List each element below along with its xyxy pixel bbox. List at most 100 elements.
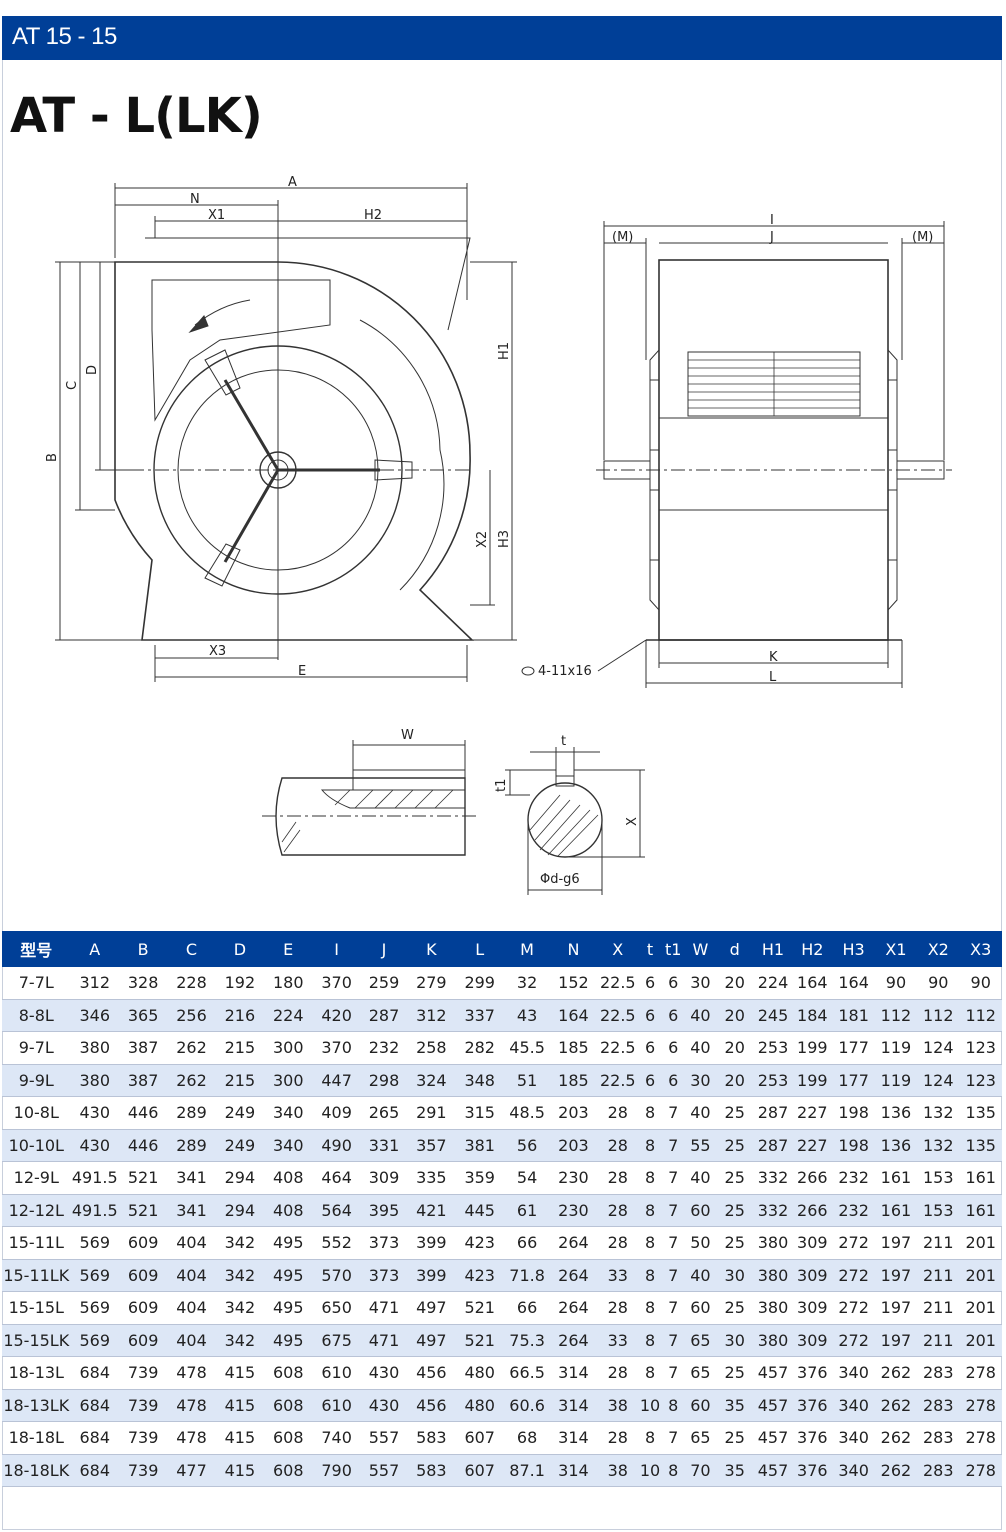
table-cell: 66 [503,1291,551,1325]
table-cell: 380 [753,1291,793,1325]
table-cell: 51 [503,1064,551,1097]
dim-label-t: t [561,734,566,749]
table-cell: 283 [917,1356,960,1390]
table-cell: 22.5 [596,967,639,1000]
table-cell: 33 [596,1259,639,1292]
table-cell: 408 [264,1161,313,1195]
dim-label-h1: H1 [497,342,512,360]
table-cell: 177 [832,1064,875,1097]
table-cell: 415 [215,1389,265,1422]
model-cell: 18-18LK [2,1454,71,1487]
table-cell: 675 [312,1324,361,1357]
dim-label-a: A [288,175,297,190]
table-cell: 380 [70,1031,119,1065]
table-cell: 7 [661,1291,686,1325]
table-cell: 28 [596,1291,639,1325]
table-cell: 8 [638,1356,662,1390]
table-cell: 20 [715,999,754,1032]
table-cell: 56 [503,1129,551,1162]
table-cell: 607 [455,1454,504,1487]
table-cell: 90 [874,967,918,1000]
dim-label-h3: H3 [497,530,512,548]
table-cell: 211 [917,1291,960,1325]
table-cell: 415 [215,1421,265,1455]
table-cell: 478 [167,1421,216,1455]
table-cell: 50 [685,1226,716,1260]
table-cell: 298 [360,1064,408,1097]
table-cell: 457 [753,1421,793,1455]
table-cell: 192 [215,967,265,1000]
table-cell: 90 [917,967,960,1000]
table-cell: 8 [638,1194,662,1227]
model-cell: 15-15L [2,1291,71,1325]
table-cell: 90 [959,967,1002,1000]
table-cell: 569 [70,1324,119,1357]
table-cell: 199 [792,1064,833,1097]
column-header: X2 [917,931,960,967]
table-cell: 557 [360,1421,408,1455]
table-cell: 341 [167,1194,216,1227]
table-cell: 60 [685,1291,716,1325]
table-cell: 211 [917,1259,960,1292]
table-cell: 312 [70,967,119,1000]
table-cell: 564 [312,1194,361,1227]
table-cell: 161 [959,1161,1002,1195]
column-header: E [264,931,313,967]
table-cell: 185 [550,1064,597,1097]
table-cell: 287 [753,1129,793,1162]
table-cell: 201 [959,1226,1002,1260]
table-cell: 256 [167,999,216,1032]
table-cell: 282 [455,1031,504,1065]
table-cell: 61 [503,1194,551,1227]
table-cell: 423 [455,1259,504,1292]
dim-label-d-g6: Φd-g6 [540,872,580,887]
table-cell: 312 [407,999,456,1032]
table-cell: 415 [215,1454,265,1487]
column-header: 型号 [2,931,71,967]
table-cell: 373 [360,1259,408,1292]
model-cell: 10-10L [2,1129,71,1162]
dim-label-x1: X1 [208,208,225,223]
table-cell: 399 [407,1226,456,1260]
table-cell: 135 [959,1096,1002,1130]
table-cell: 387 [118,1064,168,1097]
table-cell: 198 [832,1096,875,1130]
technical-drawing: A N X1 H2 H1 B C D X2 H3 X3 E I J (M) (M… [45,175,952,895]
table-cell: 456 [407,1356,456,1390]
table-cell: 399 [407,1259,456,1292]
table-cell: 55 [685,1129,716,1162]
table-cell: 340 [832,1356,875,1390]
table-cell: 266 [792,1194,833,1227]
table-cell: 490 [312,1129,361,1162]
table-cell: 224 [264,999,313,1032]
model-cell: 8-8L [2,999,71,1032]
table-cell: 608 [264,1454,313,1487]
table-cell: 570 [312,1259,361,1292]
table-cell: 294 [215,1161,265,1195]
table-cell: 164 [550,999,597,1032]
model-cell: 12-12L [2,1194,71,1227]
table-cell: 684 [70,1454,119,1487]
dim-label-h2: H2 [364,208,382,223]
table-cell: 30 [685,1064,716,1097]
table-cell: 342 [215,1324,265,1357]
table-cell: 68 [503,1421,551,1455]
table-cell: 331 [360,1129,408,1162]
table-cell: 40 [685,1259,716,1292]
table-cell: 259 [360,967,408,1000]
table-cell: 445 [455,1194,504,1227]
table-cell: 7 [661,1161,686,1195]
table-cell: 32 [503,967,551,1000]
table-cell: 48.5 [503,1096,551,1130]
table-cell: 201 [959,1259,1002,1292]
table-cell: 495 [264,1324,313,1357]
table-cell: 136 [874,1129,918,1162]
table-cell: 262 [874,1454,918,1487]
dim-label-d: D [85,365,100,375]
table-cell: 6 [638,999,662,1032]
